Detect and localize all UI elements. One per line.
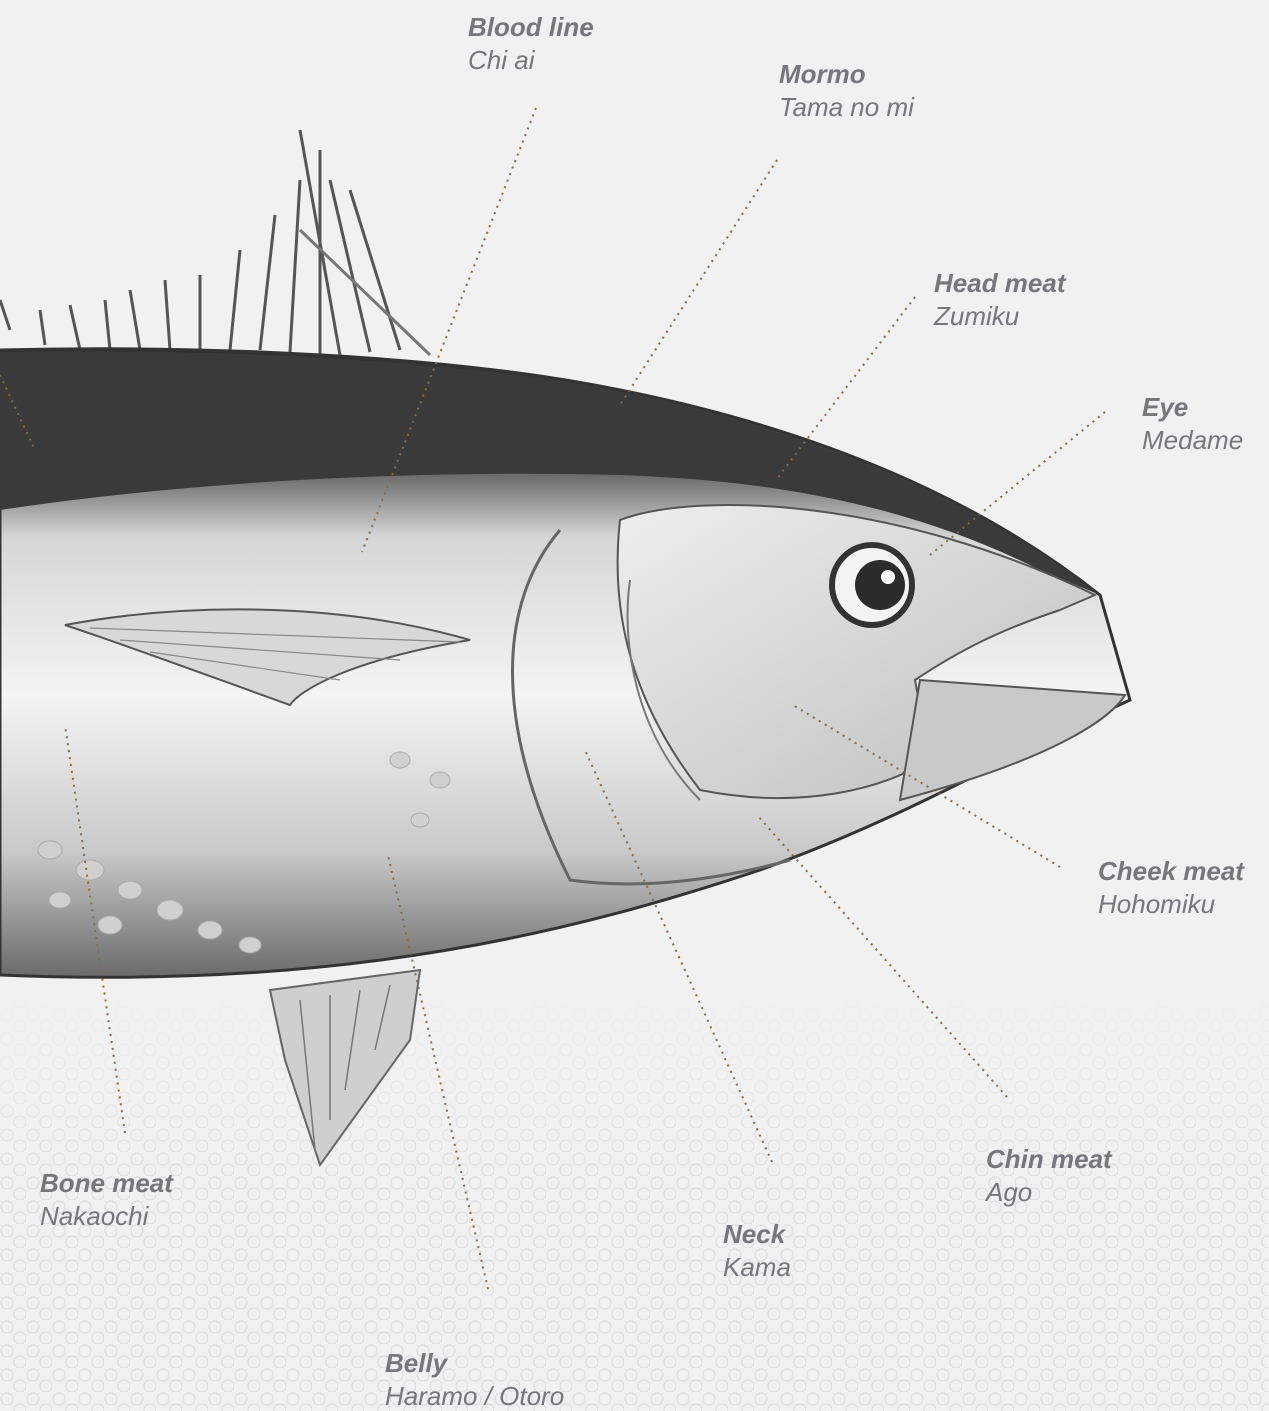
label-eye: Eye Medame bbox=[1142, 394, 1243, 453]
label-name: Chin meat bbox=[986, 1146, 1112, 1172]
label-japanese: Hohomiku bbox=[1098, 891, 1244, 917]
label-japanese: Haramo / Otoro bbox=[385, 1383, 564, 1409]
label-name: Cheek meat bbox=[1098, 858, 1244, 884]
lower-jaw bbox=[900, 680, 1125, 800]
label-bone-meat: Bone meat Nakaochi bbox=[40, 1170, 173, 1229]
label-japanese: Kama bbox=[723, 1254, 791, 1280]
label-japanese: Zumiku bbox=[934, 303, 1066, 329]
eye-icon bbox=[832, 545, 912, 625]
label-name: Blood line bbox=[468, 14, 594, 40]
label-japanese: Medame bbox=[1142, 427, 1243, 453]
label-japanese: Tama no mi bbox=[779, 94, 914, 120]
label-name: Head meat bbox=[934, 270, 1066, 296]
label-name: Belly bbox=[385, 1350, 564, 1376]
label-japanese: Nakaochi bbox=[40, 1203, 173, 1229]
label-mormo: Mormo Tama no mi bbox=[779, 61, 914, 120]
label-head-meat: Head meat Zumiku bbox=[934, 270, 1066, 329]
leader-mormo bbox=[620, 160, 777, 405]
label-belly: Belly Haramo / Otoro bbox=[385, 1350, 564, 1409]
label-japanese: Ago bbox=[986, 1179, 1112, 1205]
label-name: Bone meat bbox=[40, 1170, 173, 1196]
label-japanese: Chi ai bbox=[468, 47, 594, 73]
label-cheek-meat: Cheek meat Hohomiku bbox=[1098, 858, 1244, 917]
label-chin-meat: Chin meat Ago bbox=[986, 1146, 1112, 1205]
label-name: Neck bbox=[723, 1221, 791, 1247]
label-blood-line: Blood line Chi ai bbox=[468, 14, 594, 73]
label-neck: Neck Kama bbox=[723, 1221, 791, 1280]
dorsal-fin bbox=[0, 130, 430, 355]
label-name: Mormo bbox=[779, 61, 914, 87]
label-name: Eye bbox=[1142, 394, 1243, 420]
